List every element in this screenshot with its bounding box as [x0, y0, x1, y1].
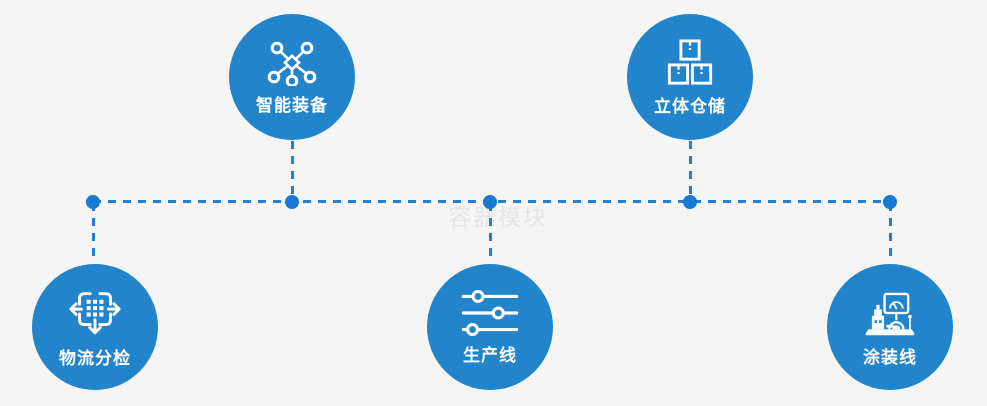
node-painting-line: 涂装线 — [827, 264, 953, 390]
junction-dot-painting — [883, 195, 897, 209]
connector-painting-line — [889, 203, 892, 256]
node-logistics-sorting: 物流分检 — [32, 264, 158, 390]
connector-logistics-sorting — [92, 203, 95, 256]
node-label: 智能装备 — [256, 96, 328, 115]
connector-production-line — [489, 203, 492, 256]
node-label: 生产线 — [463, 346, 517, 365]
node-smart-equipment: 智能装备 — [229, 14, 355, 140]
sorting-arrows-icon — [66, 287, 124, 339]
junction-dot-logistics — [86, 195, 100, 209]
node-production-line: 生产线 — [427, 264, 553, 390]
junction-dot-warehouse — [683, 195, 697, 209]
coating-machine-icon — [861, 288, 919, 338]
stacked-boxes-icon — [663, 39, 717, 87]
node-label: 物流分检 — [59, 349, 131, 368]
node-vertical-warehouse: 立体仓储 — [627, 14, 753, 140]
node-label: 涂装线 — [863, 348, 917, 367]
network-nodes-icon — [267, 40, 317, 88]
node-label: 立体仓储 — [654, 97, 726, 116]
connector-smart-equipment — [291, 141, 294, 201]
junction-dot-smart — [285, 195, 299, 209]
junction-dot-production — [483, 195, 497, 209]
sliders-icon — [460, 289, 520, 337]
watermark-text: 容器模块 — [448, 204, 548, 230]
connector-vertical-warehouse — [689, 141, 692, 201]
